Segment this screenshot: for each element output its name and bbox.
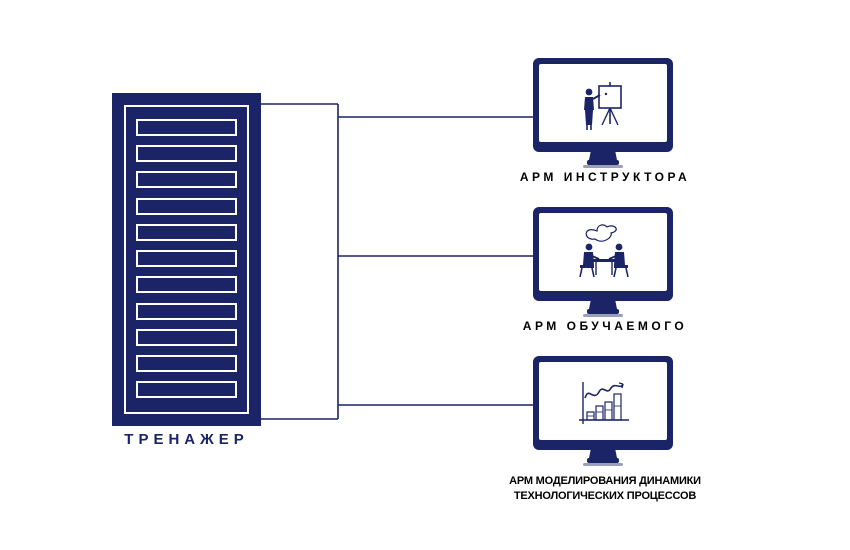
server-rack (112, 93, 261, 426)
rack-unit-detailed (136, 119, 237, 136)
monitor-trainee (533, 207, 673, 319)
monitor-screen (533, 207, 673, 301)
rack-unit (136, 355, 237, 372)
monitor-instructor (533, 58, 673, 170)
rack-unit (136, 276, 237, 293)
drive-bays-icon (142, 124, 230, 131)
monitor-stand (583, 150, 623, 168)
process-dynamics-chart-icon (579, 382, 629, 424)
rack-unit (136, 224, 237, 241)
workstation-label-modeling: АРМ МОДЕЛИРОВАНИЯ ДИНАМИКИ ТЕХНОЛОГИЧЕСК… (470, 474, 740, 504)
server-label: ТРЕНАЖЕР (124, 431, 249, 448)
rack-unit (136, 145, 237, 162)
drive-bays-icon (142, 386, 230, 393)
workstation-label-trainee: АРМ ОБУЧАЕМОГО (522, 319, 688, 333)
monitor-modeling (533, 356, 673, 468)
instructor-presentation-icon (584, 82, 622, 130)
drive-bays-icon (142, 255, 230, 262)
monitor-screen (533, 356, 673, 450)
two-people-discussion-icon (579, 224, 629, 278)
rack-unit-detailed (136, 250, 237, 267)
rack-unit (136, 329, 237, 346)
workstation-label-instructor: АРМ ИНСТРУКТОРА (519, 170, 691, 184)
workstation-label-line-2: ТЕХНОЛОГИЧЕСКИХ ПРОЦЕССОВ (513, 490, 697, 502)
monitor-screen (533, 58, 673, 152)
rack-unit (136, 303, 237, 320)
workstation-label-line-1: АРМ МОДЕЛИРОВАНИЯ ДИНАМИКИ (509, 475, 701, 487)
rack-unit-detailed (136, 381, 237, 398)
monitor-stand (583, 299, 623, 317)
monitor-stand (583, 448, 623, 466)
rack-unit (136, 171, 237, 188)
rack-frame (124, 105, 249, 414)
rack-unit (136, 198, 237, 215)
